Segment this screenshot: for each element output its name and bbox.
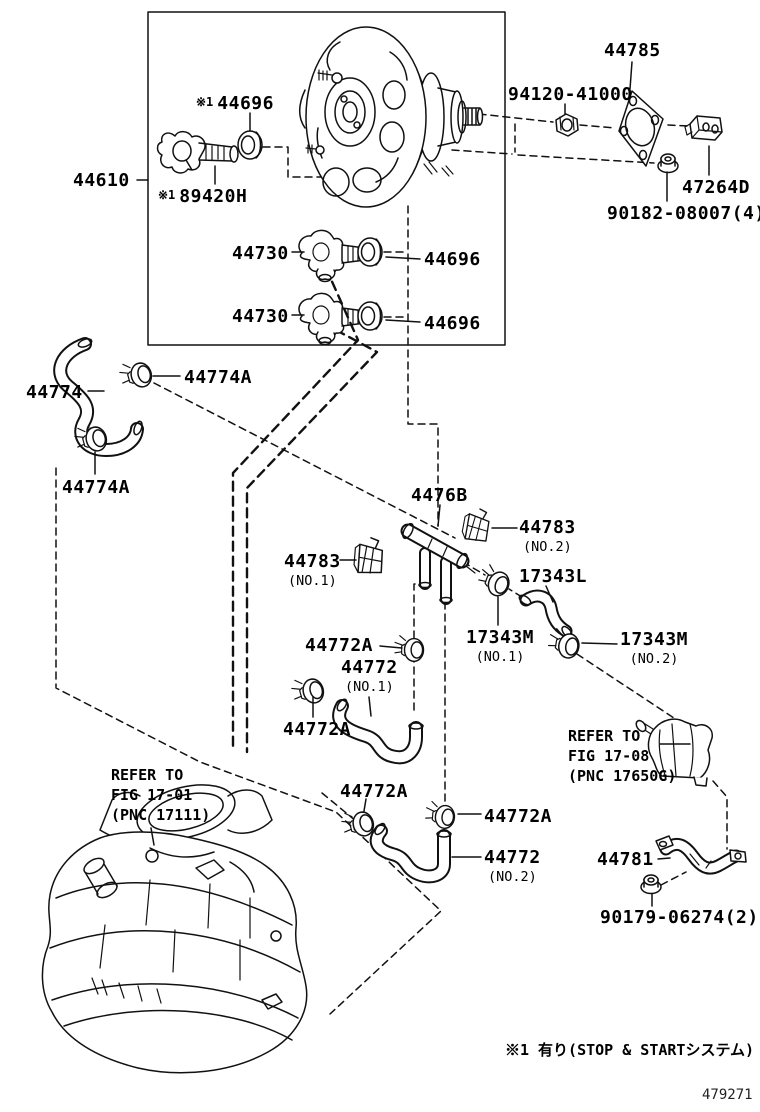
part-label-17343m-no1: 17343M (NO.1) (466, 627, 535, 665)
part-label-44772a-4: 44772A (484, 806, 553, 827)
part-label-44730-2: 44730 (232, 306, 289, 327)
hose-17343l-drawing (518, 589, 573, 639)
part-label-44772a-1: 44772A (305, 635, 374, 656)
part-label-44774: 44774 (26, 382, 83, 403)
hose-44772-no1-drawing (332, 698, 424, 765)
part-label-44783-no1: 44783 (NO.1) (284, 551, 341, 589)
part-label-44610: 44610 (73, 170, 130, 191)
part-label-44696-1: 44696 (424, 249, 481, 270)
grommet-1-drawing (357, 237, 383, 267)
part-label-44783-no2: 44783 (NO.2) (519, 517, 576, 555)
footnote-marker: ※1 (158, 188, 176, 202)
clip-44783-no2-drawing (459, 505, 494, 545)
part-label-17343l: 17343L (519, 566, 588, 587)
refer-valve-drawing (635, 718, 713, 787)
clamp-17343m-no1-drawing (475, 562, 514, 600)
nut-94120-drawing (555, 113, 579, 137)
part-label-4476b: 4476B (411, 485, 468, 506)
footnote-marker: ※1 (196, 95, 214, 109)
pipe-4476b-drawing (400, 522, 476, 605)
clip-44783-no1-drawing (351, 535, 387, 577)
hose-44772-no2-drawing (369, 822, 452, 884)
part-label-44785: 44785 (604, 40, 661, 61)
part-label-90179-06274: 90179-06274(2) (600, 907, 759, 928)
clamp-44772a-2-drawing (289, 673, 327, 709)
part-label-90182-08007: 90182-08007(4) (607, 203, 760, 224)
grommet-top-drawing (237, 130, 263, 160)
clamp-44774a-1-drawing (117, 357, 155, 393)
part-label-44772a-3: 44772A (340, 781, 409, 802)
refer-note-fig-17-01: REFER TO FIG 17-01 (PNC 17111) (111, 766, 211, 824)
leader-lines (87, 61, 710, 907)
clamp-44772a-4-drawing (424, 800, 457, 830)
part-label-44774a-2: 44774A (62, 477, 131, 498)
part-label-44772-no1: 44772 (NO.1) (341, 657, 398, 695)
part-label-94120-41000: 94120-41000 (508, 84, 633, 105)
part-label-44772a-2: 44772A (283, 719, 352, 740)
part-label-44774a-1: 44774A (184, 367, 253, 388)
part-label-44781: 44781 (597, 849, 654, 870)
part-label-44772-no2: 44772 (NO.2) (484, 847, 541, 885)
clamp-47264d-drawing (684, 115, 723, 141)
part-label-44696-2: 44696 (424, 313, 481, 334)
clamp-44772a-1-drawing (394, 634, 425, 663)
part-label-47264d: 47264D (682, 177, 751, 198)
grommet-2-drawing (357, 301, 383, 331)
brake-booster-drawing (299, 26, 484, 208)
bracket-44781-drawing (655, 835, 747, 875)
nut-90179-drawing (640, 874, 662, 895)
page-number: 479271 (702, 1087, 753, 1103)
refer-note-fig-17-08: REFER TO FIG 17-08 (PNC 17650G) (568, 727, 677, 785)
sensor-89420h-drawing (156, 130, 239, 174)
part-label-17343m-no2: 17343M (NO.2) (620, 629, 689, 667)
part-label-44730-1: 44730 (232, 243, 289, 264)
gasket-44785-drawing (618, 90, 664, 167)
intake-manifold-drawing (41, 784, 308, 1074)
nut-90182-drawing (657, 153, 679, 174)
diagram-footnote: ※1 有り(STOP & STARTシステム) (505, 1041, 755, 1059)
